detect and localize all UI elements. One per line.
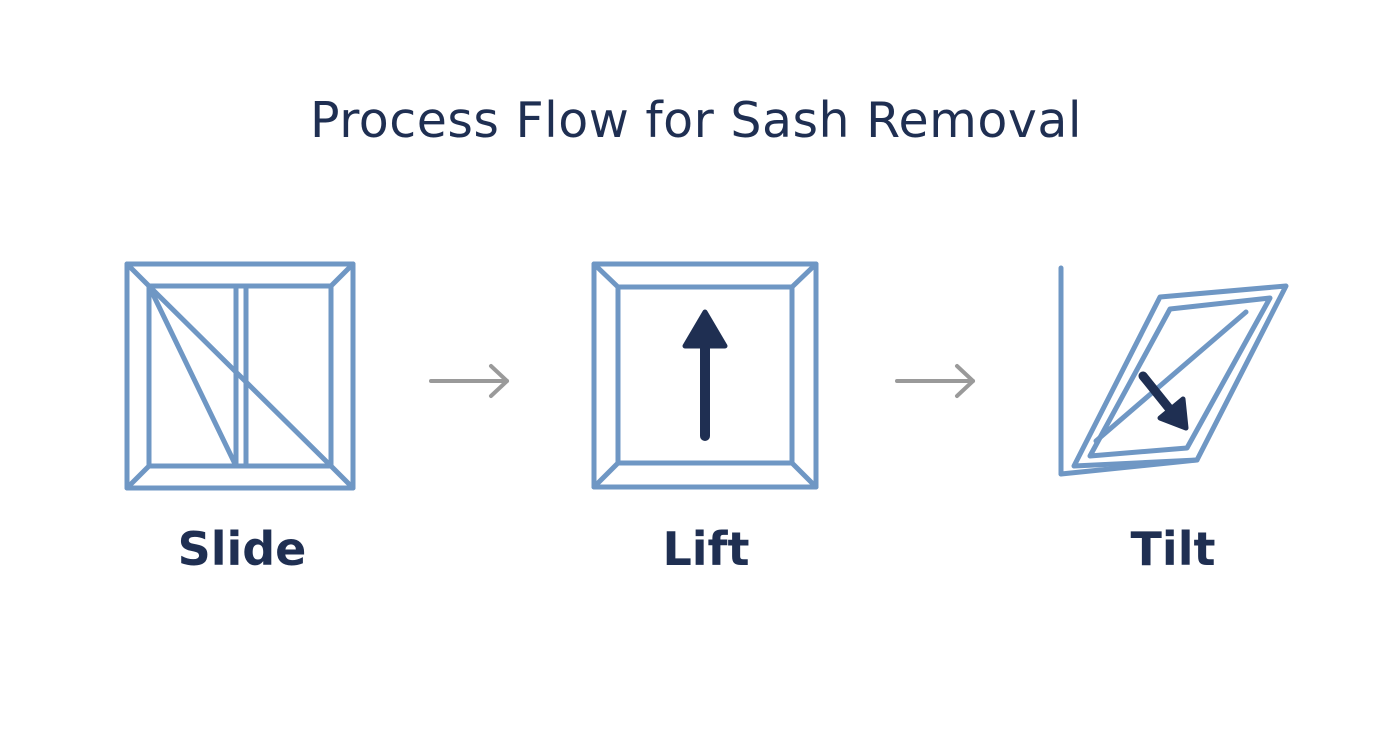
up-arrow-icon bbox=[682, 309, 728, 441]
diagram-title: Process Flow for Sash Removal bbox=[310, 92, 1082, 149]
step-label-slide: Slide bbox=[177, 522, 307, 576]
connector-arrow-1 bbox=[429, 364, 509, 398]
diagonal-arrow-icon bbox=[1138, 371, 1189, 431]
lift-window-icon bbox=[591, 261, 819, 490]
sliding-window-icon bbox=[124, 261, 356, 491]
tilt-window-icon bbox=[1058, 265, 1289, 477]
step-label-tilt: Tilt bbox=[1130, 522, 1216, 576]
connector-arrow-2 bbox=[895, 364, 975, 398]
step-label-lift: Lift bbox=[662, 522, 750, 576]
